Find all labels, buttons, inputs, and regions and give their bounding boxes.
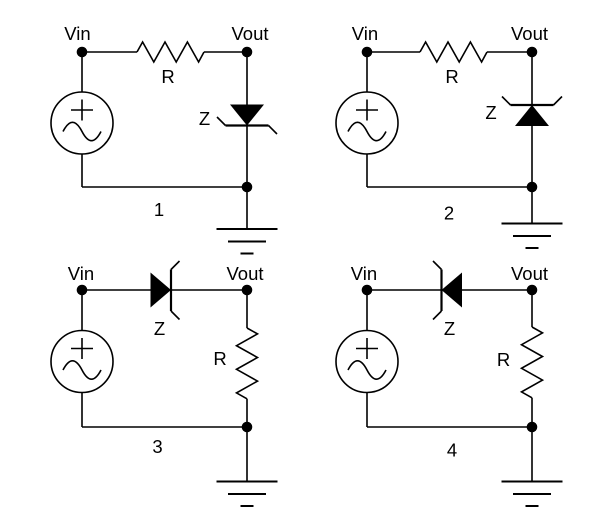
junction-dot xyxy=(361,284,373,296)
vin-label: Vin xyxy=(64,23,90,44)
cathode-tail xyxy=(170,310,181,321)
resistor-symbol xyxy=(519,326,545,399)
resistor-symbol xyxy=(419,40,488,64)
junction-dot xyxy=(241,46,253,58)
cathode-tail xyxy=(432,310,443,321)
resistor-label: R xyxy=(213,348,226,369)
resistor-label: R xyxy=(445,66,458,87)
vout-label: Vout xyxy=(511,263,548,284)
vin-label: Vin xyxy=(352,23,378,44)
ac-source-symbol xyxy=(50,91,114,155)
resistor-label: R xyxy=(497,349,510,370)
ground-symbol xyxy=(216,228,278,255)
resistor-label: R xyxy=(161,66,174,87)
zener-label: Z xyxy=(444,318,455,339)
zener-label: Z xyxy=(199,108,210,129)
diode-triangle xyxy=(150,272,171,308)
ground-symbol xyxy=(501,480,563,507)
circuit-number: 3 xyxy=(152,436,162,457)
cathode-tail xyxy=(501,95,512,106)
sine-wave xyxy=(347,360,387,380)
diode-triangle xyxy=(515,105,549,126)
junction-dot xyxy=(361,46,373,58)
junction-dot xyxy=(241,284,253,296)
cathode-tail xyxy=(432,260,443,271)
circuit-3: Vin Vout Z R 3 xyxy=(50,260,278,507)
circuit-number: 2 xyxy=(444,203,454,224)
ground-symbol xyxy=(501,222,563,249)
circuit-1: Vin Vout R Z 1 xyxy=(50,23,278,255)
vin-label: Vin xyxy=(351,263,377,284)
cathode-tail xyxy=(216,116,227,127)
ac-source-symbol xyxy=(50,329,114,394)
junction-dot xyxy=(526,181,538,193)
vout-label: Vout xyxy=(226,263,263,284)
junction-dot xyxy=(241,421,253,433)
junction-dot xyxy=(76,284,88,296)
vin-label: Vin xyxy=(68,263,94,284)
sine-wave xyxy=(62,121,102,142)
cathode-tail xyxy=(552,95,563,106)
resistor-symbol xyxy=(234,327,260,400)
junction-dot xyxy=(76,46,88,58)
junction-dot xyxy=(526,46,538,58)
circuit-number: 1 xyxy=(154,199,164,220)
junction-dot xyxy=(241,181,253,193)
diode-triangle xyxy=(441,272,462,308)
sine-wave xyxy=(347,121,387,142)
ac-source-symbol xyxy=(335,329,399,394)
cathode-tail xyxy=(267,124,278,135)
diode-triangle xyxy=(230,104,264,126)
vout-label: Vout xyxy=(511,23,548,44)
cathode-tail xyxy=(170,260,181,271)
sine-wave xyxy=(62,360,102,380)
vout-label: Vout xyxy=(231,23,268,44)
zener-diode-symbol xyxy=(432,260,462,321)
circuit-4: Vin Vout Z R 4 xyxy=(335,260,563,507)
ac-source-symbol xyxy=(335,91,399,155)
zener-label: Z xyxy=(485,102,496,123)
zener-diode-symbol xyxy=(501,95,563,126)
circuit-2: Vin Vout R Z 2 xyxy=(335,23,563,249)
junction-dot xyxy=(526,421,538,433)
resistor-symbol xyxy=(136,40,205,64)
junction-dot xyxy=(526,284,538,296)
circuit-number: 4 xyxy=(447,440,457,461)
ground-symbol xyxy=(216,480,278,507)
zener-label: Z xyxy=(154,318,165,339)
